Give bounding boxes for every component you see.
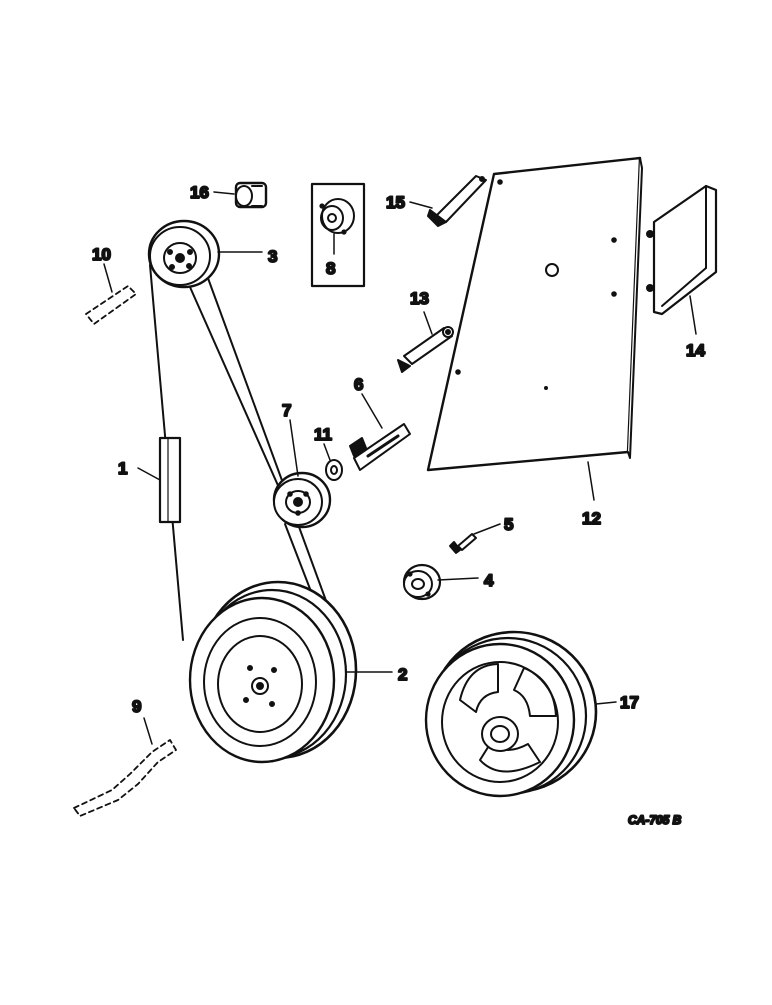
bolt: [449, 533, 477, 554]
spacer: [325, 459, 343, 481]
callout-14: 14: [686, 341, 705, 360]
callout-11: 11: [314, 425, 332, 444]
callout-9: 9: [132, 697, 141, 716]
shaft-phantom: [85, 285, 137, 325]
crank-phantom: [73, 739, 177, 817]
belt-section: [158, 436, 182, 524]
spoked-pulley: [424, 630, 598, 798]
bearing-assembly: [310, 182, 366, 288]
callout-5: 5: [504, 515, 513, 534]
idler-arm: [397, 326, 454, 373]
support-bracket: [427, 175, 487, 227]
grease-fitting: [234, 181, 268, 209]
callout-7: 7: [282, 401, 291, 420]
idler-pulley: [272, 471, 332, 529]
leader-lines: [103, 191, 697, 745]
callout-10: 10: [92, 245, 111, 264]
callout-6: 6: [354, 375, 363, 394]
flange-bearing: [402, 563, 442, 601]
belt-shield: [426, 156, 643, 472]
callout-labels: 1 2 3 4 5 6 7 8 9 10 11 12 13 14 15 16 1…: [91, 182, 706, 717]
callout-3: 3: [268, 247, 277, 266]
drawing-code: CA-705 B: [628, 813, 682, 827]
callout-2: 2: [398, 665, 407, 684]
callout-8: 8: [326, 259, 335, 278]
shield-extension: [646, 184, 718, 316]
adjusting-bracket: [349, 423, 411, 471]
callout-4: 4: [484, 571, 494, 590]
callout-1: 1: [118, 459, 127, 478]
drive-pulley: [188, 580, 358, 764]
callout-17: 17: [620, 693, 639, 712]
callout-13: 13: [410, 289, 429, 308]
upper-pulley: [147, 219, 221, 289]
callout-15: 15: [386, 193, 405, 212]
callout-12: 12: [582, 509, 601, 528]
callout-16: 16: [190, 183, 209, 202]
